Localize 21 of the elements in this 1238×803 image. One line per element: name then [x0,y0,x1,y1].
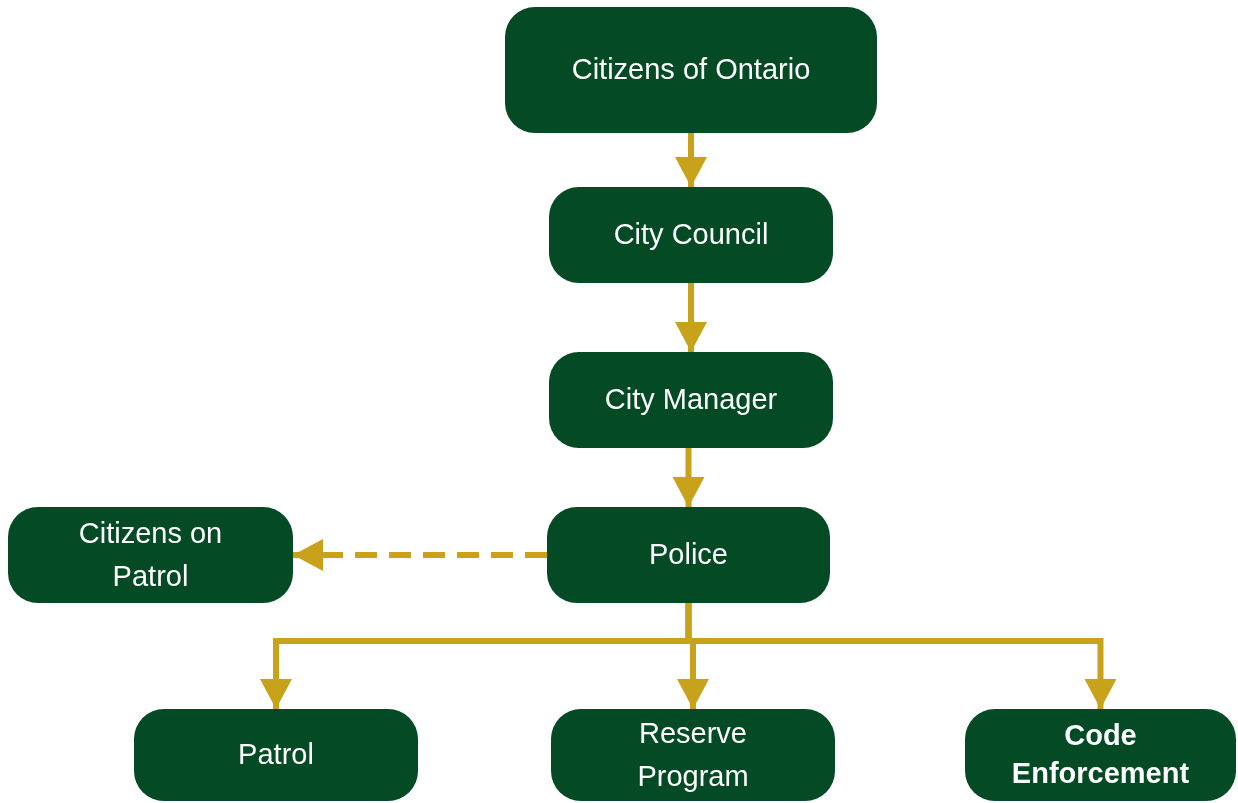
org-box [551,709,835,801]
arrow [675,133,707,187]
box-label: Police [649,537,728,573]
arrow [672,448,705,507]
org-box [549,187,833,283]
org-box [965,709,1236,801]
org-box [547,507,830,603]
org-box [549,352,833,448]
arrow [293,539,547,571]
box-label: Reserve Program [636,715,750,794]
box-label: Patrol [238,737,314,773]
arrow [675,283,707,352]
org-box [134,709,418,801]
box-label: City Manager [604,382,778,418]
box-label: Code Enforcement [1010,718,1191,791]
box-label: Citizens on Patrol [77,515,224,594]
arrow [685,603,1117,709]
box-label: Citizens of Ontario [571,52,811,88]
org-box [8,507,293,603]
box-label: City Council [613,217,769,253]
org-box [505,7,877,133]
